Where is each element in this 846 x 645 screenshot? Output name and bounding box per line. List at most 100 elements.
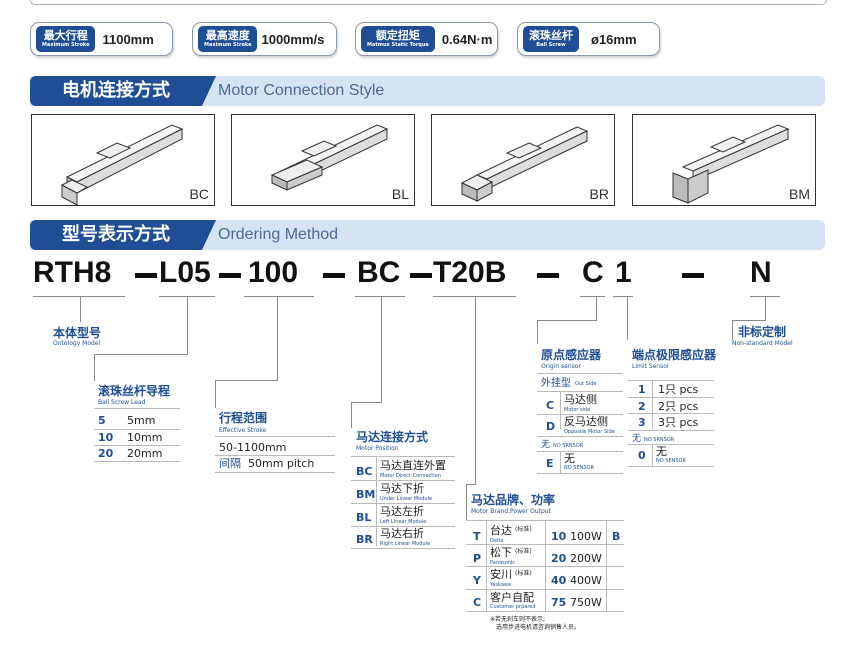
motor-style-bc: BC xyxy=(31,114,215,206)
motor-style-br: BR xyxy=(431,114,615,206)
brand-label: 马达品牌、功率 xyxy=(471,493,556,507)
row-line xyxy=(215,436,335,437)
spec-value: 1000mm/s xyxy=(261,31,325,47)
nonstd-label: 非标定制 xyxy=(738,325,787,339)
row-line xyxy=(351,526,455,527)
connector xyxy=(215,380,216,408)
spec-tag-zh: 最大行程 xyxy=(43,29,88,42)
limit-label-en: Limit Sensor xyxy=(632,363,670,370)
connector xyxy=(80,296,81,322)
row-line xyxy=(351,480,455,481)
underline xyxy=(244,296,314,297)
code-dash xyxy=(135,273,157,278)
limit-value: 1只 pcs xyxy=(658,383,699,396)
stroke-label: 行程范围 xyxy=(219,411,268,425)
brand-key: P xyxy=(473,552,482,565)
row-line xyxy=(466,589,624,590)
brand-tag: (标准) xyxy=(515,526,532,533)
connector xyxy=(537,320,538,344)
motorpos-en: Under Linear Module xyxy=(380,496,433,502)
code-dash xyxy=(537,273,559,278)
row-line xyxy=(537,473,623,474)
connector xyxy=(187,296,188,354)
row-line xyxy=(537,373,623,374)
lead-key: 10 xyxy=(98,431,114,444)
col-line xyxy=(652,444,653,466)
section-header-order: 型号表示方式 Ordering Method xyxy=(30,220,825,250)
row-line xyxy=(466,544,624,545)
row-line xyxy=(628,466,714,467)
code-limit: 1 xyxy=(615,256,632,289)
row-line xyxy=(628,397,714,398)
limit-none: 无 xyxy=(632,434,642,444)
motorpos-en: Left Linear Module xyxy=(380,519,427,525)
power-value: 750W xyxy=(570,596,602,609)
brand-key: T xyxy=(473,530,481,543)
spec-tag-en: Ball Screw xyxy=(536,42,566,48)
code-series: RTH8 xyxy=(33,256,112,289)
stroke-range: 50-1100mm xyxy=(219,441,287,454)
connector xyxy=(215,380,278,381)
lead-value: 5mm xyxy=(127,414,156,427)
brand-zh: 安川 xyxy=(490,568,512,581)
limit-label: 端点极限感应器 xyxy=(632,348,717,362)
code-nonstd: N xyxy=(750,256,772,289)
row-line xyxy=(537,436,623,437)
origin-out-label: 外挂型 xyxy=(541,378,571,389)
col-line xyxy=(560,391,561,429)
motorpos-en: Motor Direct Connection xyxy=(380,473,441,479)
connector xyxy=(765,296,766,320)
origin-out-en: Out Side xyxy=(575,381,597,387)
connector xyxy=(537,320,597,321)
motor-code-label: BL xyxy=(391,186,409,202)
connector xyxy=(94,354,95,381)
connector xyxy=(732,320,733,340)
stroke-pitch-label: 间隔 xyxy=(219,457,241,470)
section-title-en: Motor Connection Style xyxy=(218,82,385,99)
row-line xyxy=(537,451,623,452)
lead-label-en: Ball Screw Lead xyxy=(98,399,146,406)
limit-key: 2 xyxy=(638,400,646,413)
row-line xyxy=(537,391,623,392)
actuator-bc-drawing xyxy=(60,124,184,206)
connector xyxy=(466,484,476,485)
section-title-en: Ordering Method xyxy=(218,226,339,243)
motorpos-zh: 马达下折 xyxy=(380,482,424,495)
connector xyxy=(277,296,278,380)
motorpos-label-en: Motor Position xyxy=(356,445,399,452)
motorpos-zh: 马达右折 xyxy=(380,527,424,540)
code-lead: L05 xyxy=(159,256,211,289)
underline xyxy=(355,296,405,297)
underline xyxy=(33,296,125,297)
motorpos-key: BL xyxy=(356,511,372,524)
brand-en: Customer prpared xyxy=(490,604,536,610)
origin-label: 原点感应器 xyxy=(541,348,602,362)
origin-zh: 无 xyxy=(564,452,575,465)
ontology-label: 本体型号 xyxy=(53,326,102,340)
code-motor-position: BC xyxy=(357,256,401,289)
power-key: 40 xyxy=(551,574,567,587)
connector xyxy=(351,402,352,428)
spec-value: 1100mm xyxy=(102,31,154,47)
motor-style-bm: BM xyxy=(632,114,816,206)
origin-label-en: Origin sensor xyxy=(541,363,581,370)
origin-key: C xyxy=(546,399,555,412)
brand-key: Y xyxy=(473,574,481,587)
nonstd-label-en: Non-standard Model xyxy=(732,340,793,347)
top-frame xyxy=(30,0,827,5)
actuator-br-drawing xyxy=(460,126,589,202)
brand-tag: (标准) xyxy=(515,570,532,577)
connector xyxy=(475,296,476,484)
actuator-bl-drawing xyxy=(270,124,389,191)
motor-code-label: BC xyxy=(189,186,209,202)
row-line xyxy=(94,445,180,446)
underline xyxy=(580,296,605,297)
power-value: 400W xyxy=(570,574,602,587)
lead-key: 5 xyxy=(98,414,106,427)
